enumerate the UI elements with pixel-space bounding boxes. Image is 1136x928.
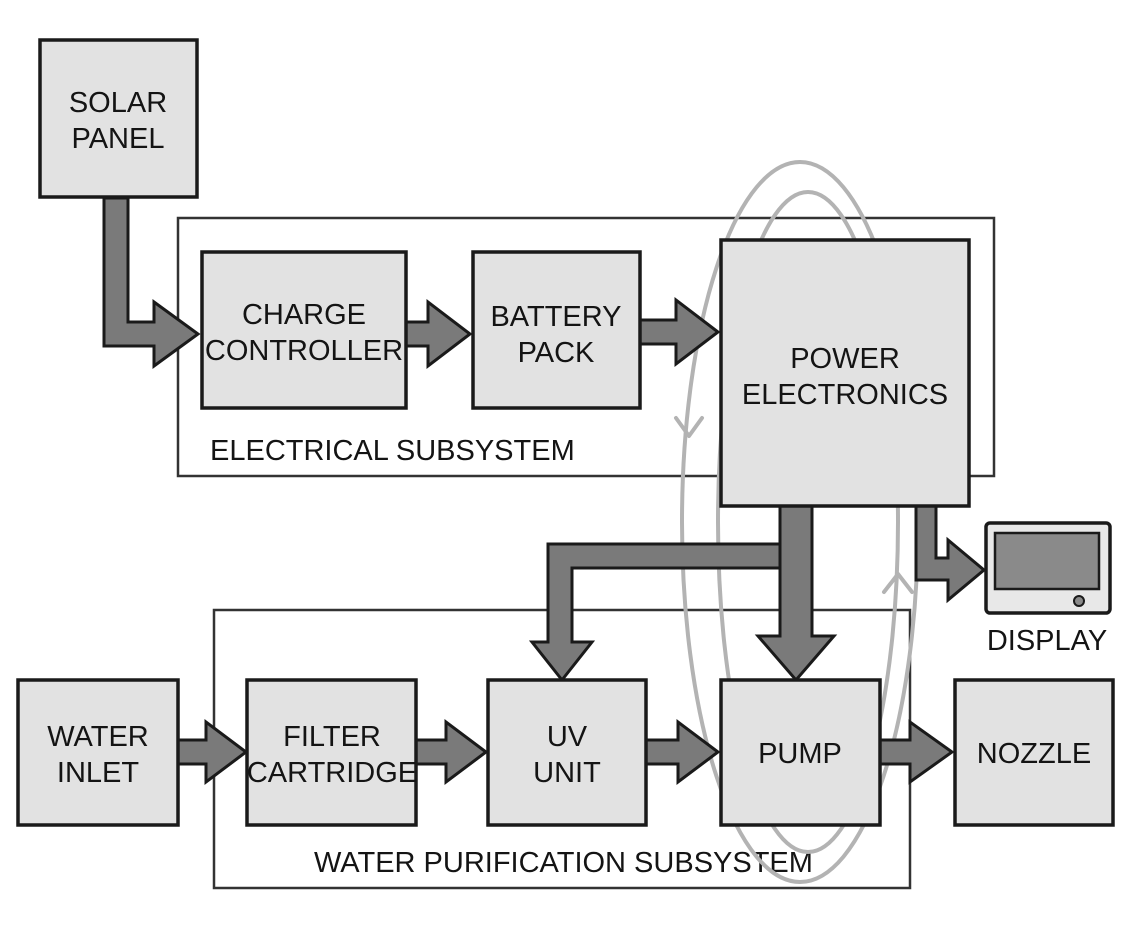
block-power-electronics-label-line2: ELECTRONICS [742,379,948,411]
block-battery-pack-label-line1: BATTERY [490,301,621,333]
block-power-electronics: POWER ELECTRONICS [719,238,971,508]
block-filter-cartridge-label-line2: CARTRIDGE [247,757,417,789]
block-water-inlet-label-line2: INLET [57,757,139,789]
arrow-solar-to-charge [102,196,201,369]
arrow-pump-to-nozzle [878,719,955,785]
block-nozzle-label: NOZZLE [977,738,1091,770]
block-pump: PUMP [719,678,882,827]
block-battery-pack: BATTERY PACK [471,250,642,410]
block-power-electronics-label-line1: POWER [790,343,900,375]
feedback-loop-inner [716,190,900,854]
arrow-power-to-pump [754,504,838,683]
block-solar-panel-label-line2: PANEL [72,123,165,155]
flow-arrows [102,196,987,785]
electrical-subsystem-label: ELECTRICAL SUBSYSTEM [210,435,575,467]
arrow-power-to-uv [528,506,782,683]
arrow-filter-to-uv [414,719,489,785]
block-solar-panel-label-line1: SOLAR [69,87,167,119]
arrow-inlet-to-filter [176,719,249,785]
monitor-icon [984,521,1112,615]
arrow-power-to-display [914,504,987,604]
block-water-inlet-label-line1: WATER [47,721,149,753]
block-filter-cartridge-label-line1: FILTER [283,721,381,753]
block-display-label: DISPLAY [987,625,1107,657]
arrow-battery-to-power [638,296,721,368]
block-charge-controller: CHARGE CONTROLLER [200,250,408,410]
block-charge-controller-label-line2: CONTROLLER [205,335,403,367]
block-filter-cartridge: FILTER CARTRIDGE [245,678,418,827]
feedback-loop-up-arrowhead [882,572,914,594]
block-water-inlet: WATER INLET [16,678,180,827]
water-purification-subsystem-label: WATER PURIFICATION SUBSYSTEM [314,847,813,879]
block-charge-controller-label-line1: CHARGE [242,299,366,331]
block-pump-label: PUMP [758,738,842,770]
block-battery-pack-label-line2: PACK [518,337,595,369]
arrow-charge-to-battery [404,298,473,370]
block-uv-unit: UV UNIT [486,678,648,827]
block-uv-unit-label-line2: UNIT [533,757,601,789]
block-solar-panel: SOLAR PANEL [38,38,199,199]
block-uv-unit-label-line1: UV [547,721,588,753]
block-display: DISPLAY [984,521,1112,657]
block-nozzle: NOZZLE [953,678,1115,827]
arrow-uv-to-pump [644,719,721,785]
feedback-loop-down-arrowhead [674,416,704,438]
